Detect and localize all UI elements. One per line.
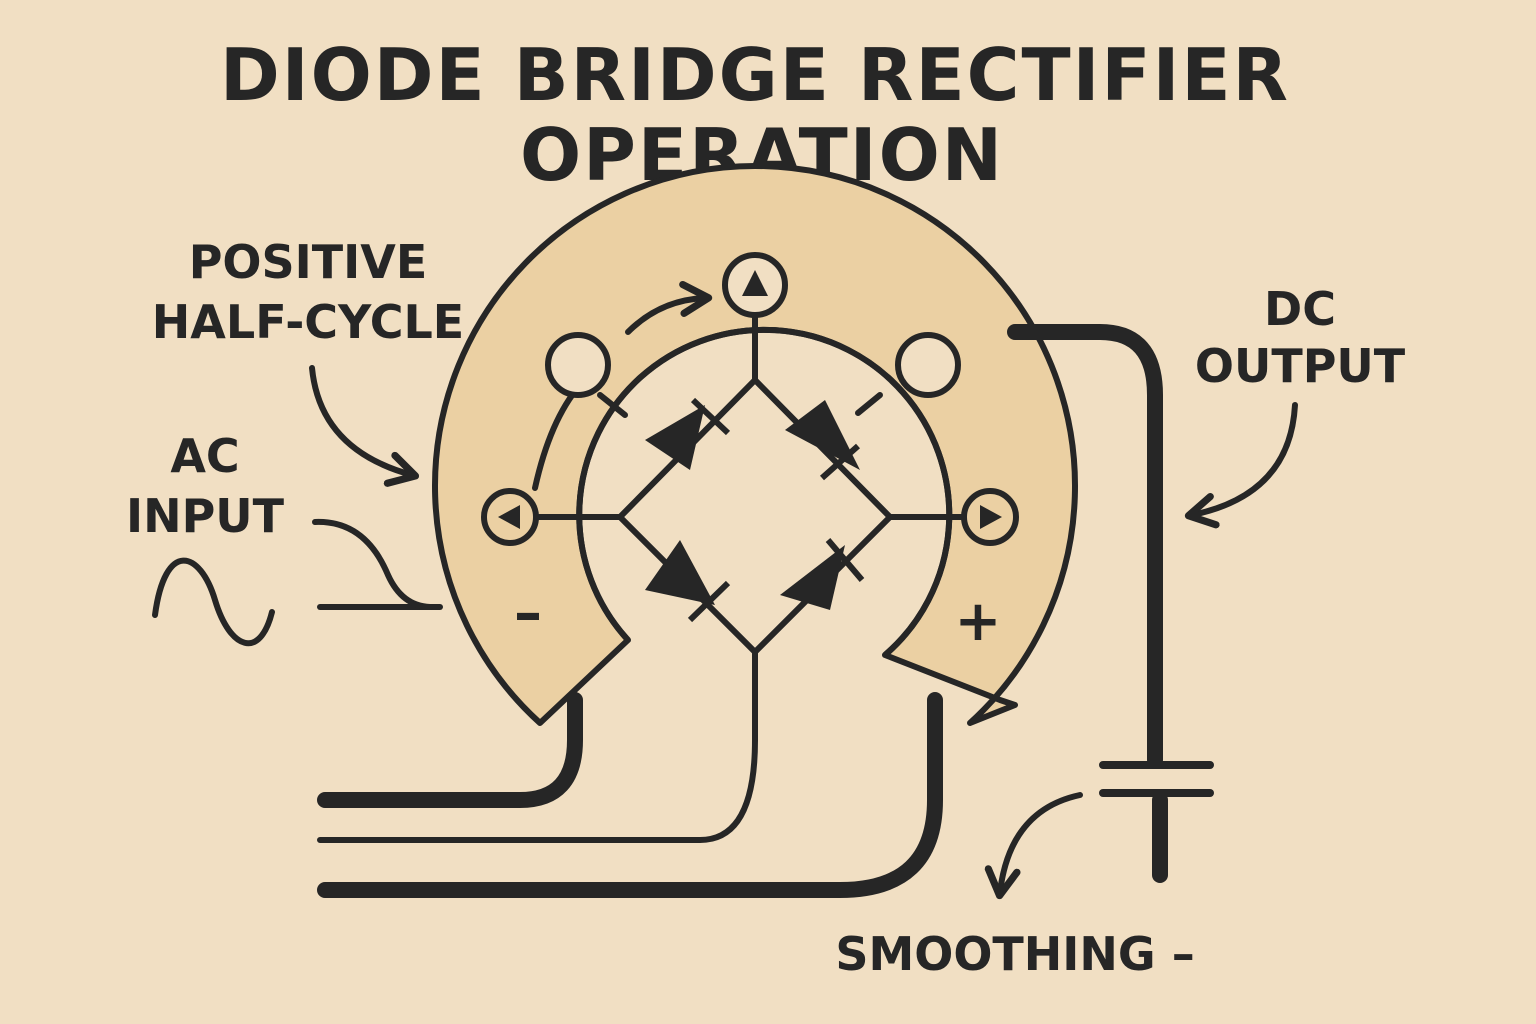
thick-wires: [317, 324, 1168, 898]
ac-input-label-line-1: AC: [170, 429, 239, 483]
diode-top-right: [785, 400, 860, 481]
diode-bottom-right: [780, 538, 865, 610]
node-right: [961, 488, 1019, 546]
sine-wave-icon: [152, 557, 275, 647]
dc-output-label-line-1: DC: [1264, 282, 1336, 336]
title-line-1: DIODE BRIDGE RECTIFIER: [220, 33, 1290, 117]
positive-half-cycle-label-line-2: HALF-CYCLE: [152, 295, 464, 349]
diode-bottom-left: [645, 540, 731, 623]
node-top: [722, 252, 788, 318]
dc-output-label-line-2: OUTPUT: [1195, 339, 1406, 393]
annotation-arrows: [309, 280, 1298, 900]
positive-sign: +: [955, 589, 1002, 654]
bridge-wires: [317, 309, 983, 843]
curved-arrow-icon: [1184, 402, 1298, 529]
capacitor-icon: [1099, 761, 1214, 797]
diode-icon: [645, 540, 715, 605]
ac-input-label-line-2: INPUT: [126, 489, 285, 543]
smoothing-label: SMOOTHING –: [835, 927, 1194, 981]
diode-icon: [780, 545, 845, 610]
curved-arrow-icon: [625, 280, 713, 335]
node-upper-left: [545, 332, 611, 398]
node-upper-right: [895, 332, 961, 398]
curved-arrow-icon: [309, 365, 420, 487]
node-left: [481, 488, 539, 546]
diode-icon: [645, 405, 705, 470]
curved-arrow-icon: [984, 792, 1083, 900]
inner-arc: [576, 326, 953, 658]
ac-input-connector: [312, 518, 433, 610]
positive-half-cycle-label-line-1: POSITIVE: [189, 235, 428, 289]
diode-top-left: [645, 397, 731, 470]
negative-sign: –: [514, 581, 542, 646]
diode-icon: [785, 400, 860, 470]
